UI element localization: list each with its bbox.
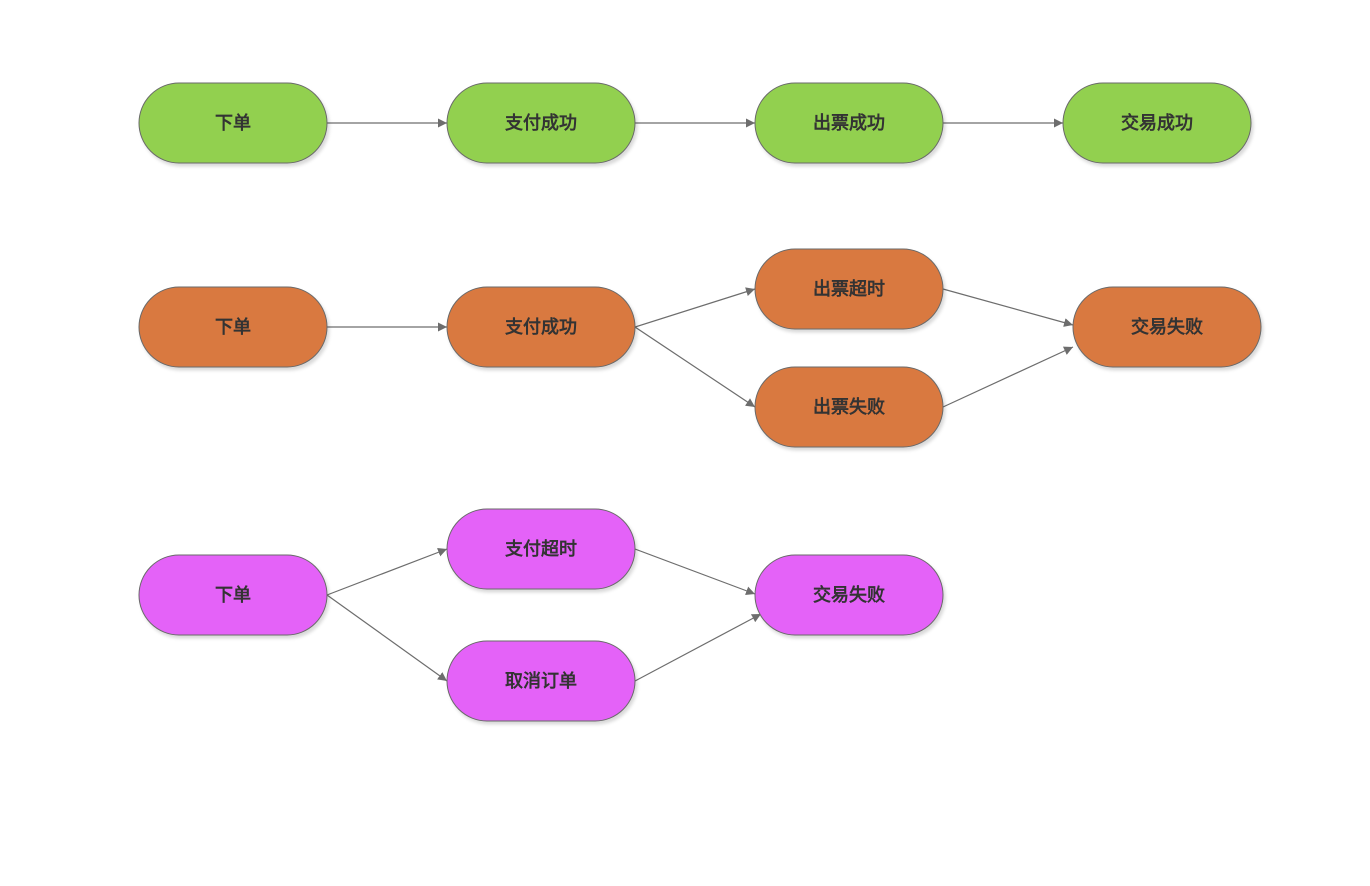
node-s2[interactable]: 支付成功 <box>446 82 636 164</box>
node-label: 出票超时 <box>813 278 885 300</box>
node-label: 支付成功 <box>504 316 577 338</box>
node-label: 取消订单 <box>505 670 577 692</box>
node-shape <box>1072 286 1262 368</box>
edge-arrow-p1-p2 <box>326 548 448 596</box>
node-p3[interactable]: 取消订单 <box>446 640 636 722</box>
node-f3[interactable]: 出票超时 <box>754 248 944 330</box>
node-shape <box>754 366 944 448</box>
node-shape <box>138 554 328 636</box>
success-flow: 下单 支付成功 出票成功 交易成功 <box>138 82 1252 164</box>
edge-arrow-p3-p4 <box>634 613 762 682</box>
edge-arrow-p2-p4 <box>634 548 756 596</box>
node-label: 交易失败 <box>1131 316 1203 338</box>
node-label: 出票失败 <box>813 396 885 418</box>
edge-arrow-f4-f5 <box>942 346 1074 408</box>
node-label: 下单 <box>215 112 251 134</box>
node-shape <box>446 508 636 590</box>
node-f5[interactable]: 交易失败 <box>1072 286 1262 368</box>
node-label: 出票成功 <box>813 112 885 134</box>
node-label: 交易失败 <box>813 584 885 606</box>
node-label: 支付成功 <box>504 112 577 134</box>
edges-layer <box>326 118 1074 682</box>
node-shape <box>754 554 944 636</box>
node-s3[interactable]: 出票成功 <box>754 82 944 164</box>
node-label: 下单 <box>215 316 251 338</box>
edge-arrow-f2-f3 <box>634 287 756 328</box>
node-s1[interactable]: 下单 <box>138 82 328 164</box>
node-shape <box>1062 82 1252 164</box>
node-s4[interactable]: 交易成功 <box>1062 82 1252 164</box>
node-shape <box>138 82 328 164</box>
node-shape <box>446 286 636 368</box>
node-f4[interactable]: 出票失败 <box>754 366 944 448</box>
node-shape <box>446 82 636 164</box>
node-label: 支付超时 <box>504 538 577 560</box>
edge-arrow-f2-f4 <box>634 326 756 408</box>
node-p4[interactable]: 交易失败 <box>754 554 944 636</box>
node-p1[interactable]: 下单 <box>138 554 328 636</box>
nodes-layer: 下单支付成功出票成功交易成功下单支付成功出票超时出票失败交易失败下单支付超时取消… <box>138 82 1262 722</box>
edge-arrow-f3-f5 <box>942 288 1074 327</box>
node-shape <box>446 640 636 722</box>
node-f2[interactable]: 支付成功 <box>446 286 636 368</box>
edge-arrow-p1-p3 <box>326 594 448 682</box>
node-f1[interactable]: 下单 <box>138 286 328 368</box>
node-label: 下单 <box>215 584 251 606</box>
node-label: 交易成功 <box>1121 112 1193 134</box>
node-shape <box>138 286 328 368</box>
node-p2[interactable]: 支付超时 <box>446 508 636 590</box>
node-shape <box>754 82 944 164</box>
node-shape <box>754 248 944 330</box>
